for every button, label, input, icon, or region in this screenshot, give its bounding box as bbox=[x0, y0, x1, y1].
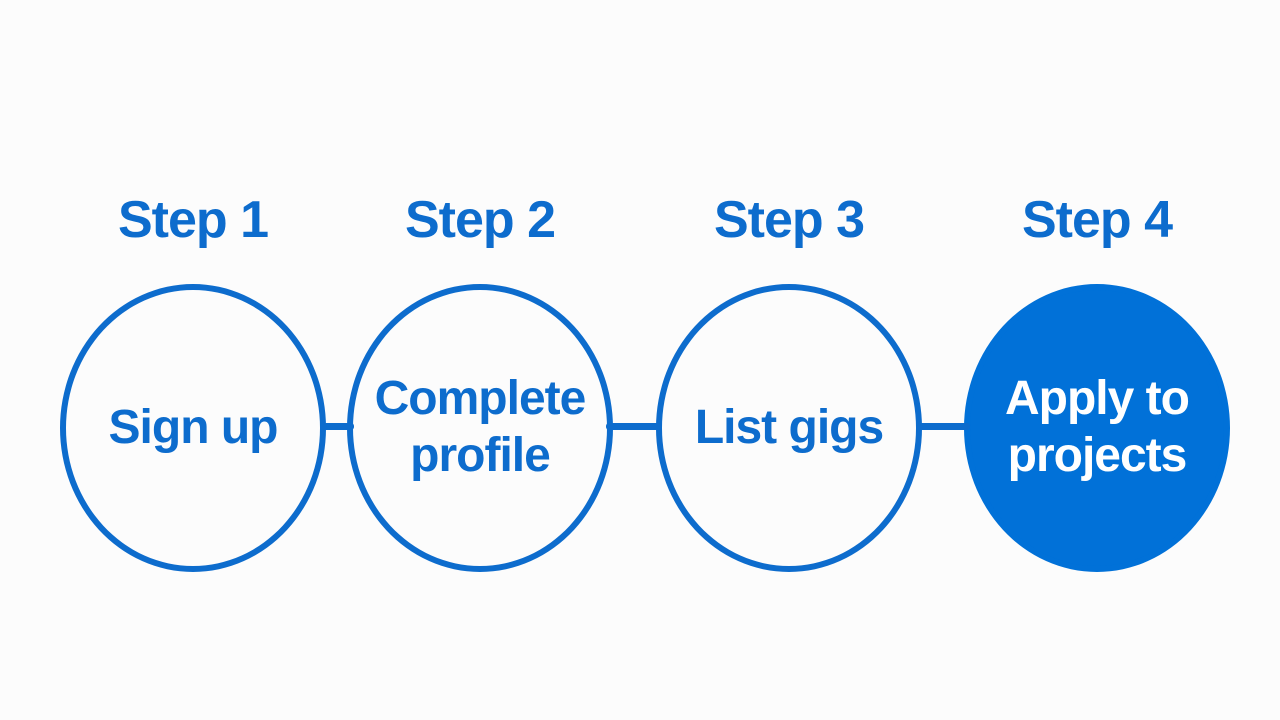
step-2: Step 2 Complete profile bbox=[347, 192, 613, 572]
step-3-title: List gigs bbox=[694, 400, 884, 454]
step-2-label: Step 2 bbox=[404, 191, 556, 249]
step-4-title: Apply to projects bbox=[1005, 372, 1190, 482]
step-4-circle: Apply to projects bbox=[964, 284, 1230, 572]
connector-line-1-2 bbox=[320, 423, 354, 430]
step-2-circle: Complete profile bbox=[347, 284, 613, 572]
step-1-title: Sign up bbox=[108, 400, 279, 454]
step-1-label: Step 1 bbox=[117, 191, 269, 249]
step-4: Step 4 Apply to projects bbox=[964, 192, 1230, 572]
step-1-circle: Sign up bbox=[60, 284, 326, 572]
connector-line-2-3 bbox=[606, 423, 662, 430]
step-2-title: Complete profile bbox=[374, 372, 587, 482]
connector-line-3-4 bbox=[916, 423, 970, 430]
step-3: Step 3 List gigs bbox=[656, 192, 922, 572]
step-4-label: Step 4 bbox=[1021, 191, 1173, 249]
step-3-circle: List gigs bbox=[656, 284, 922, 572]
step-3-label: Step 3 bbox=[713, 191, 865, 249]
step-1: Step 1 Sign up bbox=[60, 192, 326, 572]
